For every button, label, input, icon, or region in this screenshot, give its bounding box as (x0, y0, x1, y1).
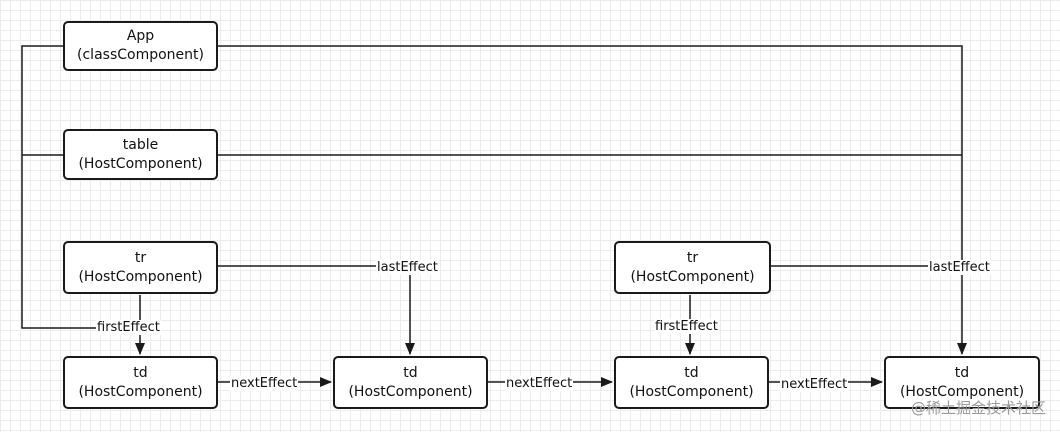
app-first-effect-connector (21, 45, 140, 329)
app-last-effect-arrow (218, 45, 967, 355)
td-node-3-title: td (684, 364, 699, 381)
td-node-3: td (HostComponent) (614, 356, 769, 409)
td-node-1-title: td (133, 364, 148, 381)
next-effect-label-2: nextEffect (505, 376, 574, 391)
tr-node-left-title: tr (134, 249, 147, 266)
watermark: @稀土掘金技术社区 (910, 399, 1046, 417)
td-node-3-subtitle: (HostComponent) (629, 383, 754, 400)
table-node-subtitle: (HostComponent) (78, 155, 203, 172)
tr1-last-effect-arrow (218, 265, 415, 355)
table-node: table (HostComponent) (63, 129, 218, 180)
tr-node-left-subtitle: (HostComponent) (78, 268, 203, 285)
next-effect-label-1: nextEffect (230, 376, 299, 391)
td-node-4-subtitle: (HostComponent) (899, 383, 1025, 400)
last-effect-label-left: lastEffect (376, 260, 439, 275)
tr-node-right-subtitle: (HostComponent) (630, 268, 755, 285)
first-effect-label-left: firstEffect (96, 320, 161, 335)
td-node-2: td (HostComponent) (333, 356, 488, 409)
tr-node-right-title: tr (686, 249, 699, 266)
app-node-subtitle: (classComponent) (77, 47, 204, 63)
td-node-1: td (HostComponent) (63, 356, 218, 409)
tr-node-left: tr (HostComponent) (63, 241, 218, 294)
td-node-4-title: td (954, 364, 970, 381)
td-node-4: td (HostComponent) (884, 356, 1040, 409)
table-node-title: table (122, 136, 159, 153)
td-node-1-subtitle: (HostComponent) (78, 383, 203, 400)
td-node-2-title: td (403, 364, 418, 381)
app-node: App (classComponent) (63, 21, 218, 71)
last-effect-label-right: lastEffect (928, 260, 991, 275)
tr-node-right: tr (HostComponent) (614, 241, 771, 294)
next-effect-label-3: nextEffect (780, 377, 849, 392)
td-node-2-subtitle: (HostComponent) (348, 383, 473, 400)
first-effect-label-right: firstEffect (654, 319, 719, 334)
app-node-title: App (126, 28, 155, 44)
